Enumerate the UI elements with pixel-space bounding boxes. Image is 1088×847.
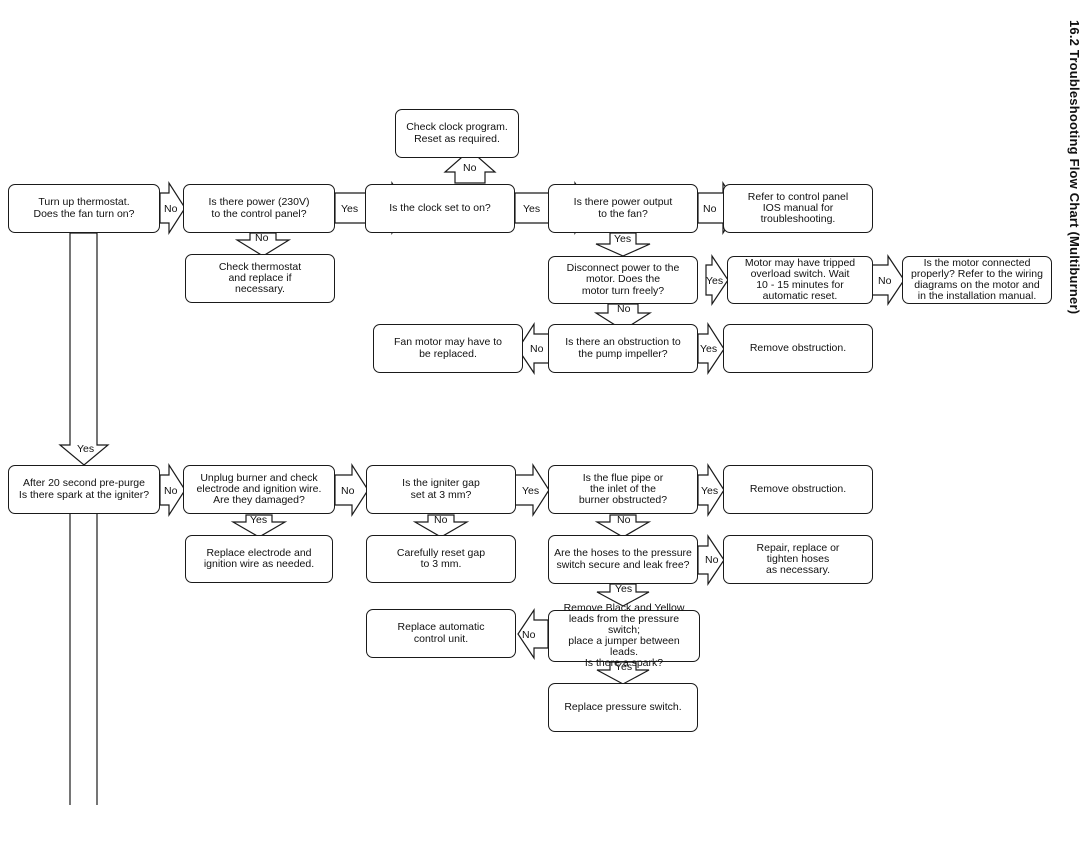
arrow-yes-fan-output [595, 232, 651, 257]
arrow-no-spark [159, 462, 186, 518]
box-replace-electrode: Replace electrode and ignition wire as n… [185, 535, 333, 583]
box-repair-hoses: Repair, replace or tighten hoses as nece… [723, 535, 873, 584]
arrow-no-damaged [334, 462, 369, 518]
box-power-to-panel: Is there power (230V) to the control pan… [183, 184, 335, 233]
arrow-yes-hoses [596, 583, 650, 607]
arrow-yes-impeller [697, 321, 725, 375]
label-no-leads: No [522, 629, 536, 641]
label-yes-clock: Yes [523, 203, 541, 215]
box-remove-obstruction-2: Remove obstruction. [723, 465, 873, 514]
label-no-hoses: No [705, 554, 719, 566]
label-yes-fan-output: Yes [614, 233, 632, 245]
arrow-no-thermostat [159, 180, 186, 236]
arrow-no-disconnect [593, 303, 653, 331]
arrow-yes-disconnect [705, 254, 729, 306]
box-motor-tripped: Motor may have tripped overload switch. … [727, 256, 873, 304]
box-turn-up-thermostat: Turn up thermostat. Does the fan turn on… [8, 184, 160, 233]
label-no-panel: No [255, 232, 269, 244]
box-refer-ios-manual: Refer to control panel IOS manual for tr… [723, 184, 873, 233]
box-replace-pressure-switch: Replace pressure switch. [548, 683, 698, 732]
arrow-yes-gap [514, 462, 550, 518]
box-power-output-fan: Is there power output to the fan? [548, 184, 698, 233]
box-igniter-gap: Is the igniter gap set at 3 mm? [366, 465, 516, 514]
arrow-yes-damaged [230, 514, 288, 538]
arrow-yes-flue [697, 462, 725, 518]
label-yes-flue: Yes [701, 485, 719, 497]
label-no-damaged: No [341, 485, 355, 497]
box-unplug-burner: Unplug burner and check electrode and ig… [183, 465, 335, 514]
arrow-no-hoses [697, 534, 725, 586]
box-disconnect-power: Disconnect power to the motor. Does the … [548, 256, 698, 304]
box-check-clock-program: Check clock program. Reset as required. [395, 109, 519, 158]
label-yes-impeller: Yes [700, 343, 718, 355]
arrow-no-tripped [871, 254, 905, 306]
box-reset-gap: Carefully reset gap to 3 mm. [366, 535, 516, 583]
label-yes-fan-turn: Yes [77, 443, 95, 455]
box-fan-motor-replace: Fan motor may have to be replaced. [373, 324, 523, 373]
arrow-no-panel-shape [234, 232, 292, 257]
box-check-thermostat: Check thermostat and replace if necessar… [185, 254, 335, 303]
label-yes-damaged: Yes [250, 514, 268, 526]
label-yes-gap: Yes [522, 485, 540, 497]
box-remove-obstruction-1: Remove obstruction. [723, 324, 873, 373]
label-yes-leads: Yes [615, 661, 633, 673]
arrow-no-clock [443, 149, 497, 184]
label-no-flue: No [617, 514, 631, 526]
box-remove-leads: Remove Black and Yellow leads from the p… [548, 602, 700, 669]
label-no-impeller: No [530, 343, 544, 355]
label-no-clock: No [463, 162, 477, 174]
label-yes-disconnect: Yes [706, 275, 724, 287]
box-hoses-pressure: Are the hoses to the pressure switch sec… [548, 535, 698, 584]
label-yes-panel: Yes [341, 203, 359, 215]
label-no-disconnect: No [617, 303, 631, 315]
box-clock-set-on: Is the clock set to on? [365, 184, 515, 233]
box-motor-connected: Is the motor connected properly? Refer t… [902, 256, 1052, 304]
box-flue-pipe: Is the flue pipe or the inlet of the bur… [548, 465, 698, 514]
arrow-yes-fan-turn [58, 232, 110, 466]
label-no-gap: No [434, 514, 448, 526]
arrow-yes-leads [596, 661, 650, 685]
label-no-thermostat: No [164, 203, 178, 215]
box-obstruction-impeller: Is there an obstruction to the pump impe… [548, 324, 698, 373]
box-replace-control-unit: Replace automatic control unit. [366, 609, 516, 658]
arrow-no-flue [594, 514, 652, 538]
arrow-no-leads [517, 608, 549, 660]
arrow-no-gap [412, 514, 470, 538]
box-pre-purge-spark: After 20 second pre-purge Is there spark… [8, 465, 160, 514]
label-yes-hoses: Yes [615, 583, 633, 595]
section-title: 16.2 Troubleshooting Flow Chart (Multibu… [1067, 20, 1082, 315]
label-no-spark: No [164, 485, 178, 497]
label-no-fan-output: No [703, 203, 717, 215]
label-no-tripped: No [878, 275, 892, 287]
